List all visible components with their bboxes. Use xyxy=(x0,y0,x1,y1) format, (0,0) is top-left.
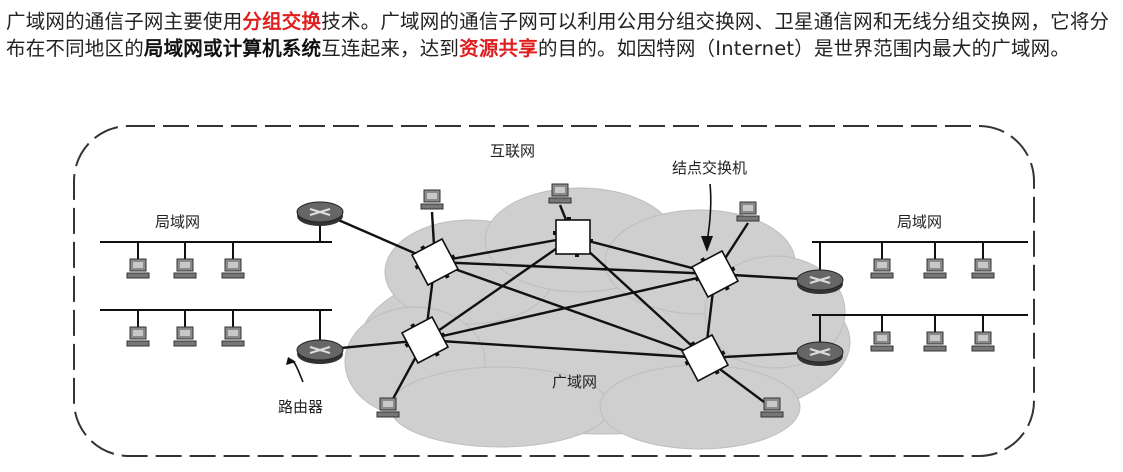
text-part-1: 广域网的通信子网主要使用 xyxy=(6,10,243,33)
node-switch-2 xyxy=(552,216,594,258)
label-node-switch: 结点交换机 xyxy=(672,159,747,177)
label-wan: 广域网 xyxy=(552,373,597,391)
lan-computer xyxy=(923,258,947,279)
router-bottom-left xyxy=(296,339,344,365)
wan-links xyxy=(423,235,717,360)
lan-computer xyxy=(971,258,995,279)
lan-computer xyxy=(221,258,245,279)
wan-diagram: 互联网 结点交换机 局域网 局域网 广域网 路由器 xyxy=(73,125,1035,457)
label-lan-left: 局域网 xyxy=(155,213,200,231)
text-part-2: 技术。广域网的通信子网可以利用公用分组交换网、卫星通信网和无线分组交换网，它将分… xyxy=(6,10,1110,60)
router-top-left xyxy=(296,201,344,227)
host-computer xyxy=(376,397,400,418)
lan-computer xyxy=(221,326,245,347)
text-part-4: 的目的。如因特网（Internet）是世界范围内最大的广域网。 xyxy=(537,37,1071,60)
pointer-arrows xyxy=(286,183,713,383)
router-top-right xyxy=(796,269,844,295)
host-computer xyxy=(420,189,444,210)
text-part-3: 互连起来，达到 xyxy=(321,37,460,60)
lan-computer xyxy=(126,326,150,347)
host-computer xyxy=(548,183,572,204)
internet-boundary xyxy=(73,125,1035,457)
lan-computer xyxy=(126,258,150,279)
label-lan-right: 局域网 xyxy=(897,213,942,231)
lan-computer xyxy=(870,331,894,352)
lan-computer xyxy=(173,326,197,347)
bold-lan-or-systems: 局域网或计算机系统 xyxy=(143,37,322,60)
router-bottom-right xyxy=(796,341,844,367)
highlight-resource-sharing: 资源共享 xyxy=(459,37,538,60)
label-internet: 互联网 xyxy=(490,142,535,160)
host-computer xyxy=(760,397,784,418)
lan-computer xyxy=(971,331,995,352)
host-computer xyxy=(736,201,760,222)
lan-computer xyxy=(923,331,947,352)
lan-computer xyxy=(173,258,197,279)
description-paragraph: 广域网的通信子网主要使用分组交换技术。广域网的通信子网可以利用公用分组交换网、卫… xyxy=(6,8,1116,62)
lan-computer xyxy=(870,258,894,279)
highlight-packet-switching: 分组交换 xyxy=(242,10,322,33)
label-router: 路由器 xyxy=(278,398,323,416)
